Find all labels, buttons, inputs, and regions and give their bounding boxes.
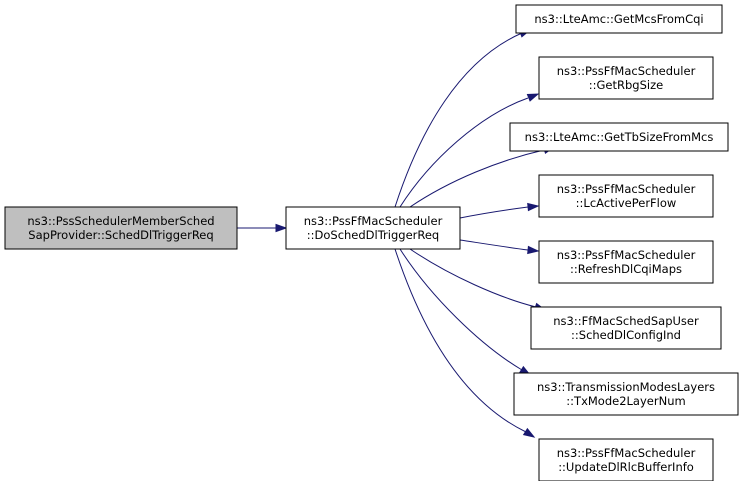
edge-line — [399, 97, 529, 208]
node-box — [509, 122, 729, 152]
node-label-line: ns3::PssFfMacScheduler — [557, 64, 696, 78]
node-label-line: ns3::PssSchedulerMemberSched — [27, 214, 214, 228]
node-label-line: ns3::TransmissionModesLayers — [537, 380, 715, 394]
node-box — [538, 240, 714, 284]
node-label-line: ns3::LteAmc::GetMcsFromCqi — [534, 12, 703, 26]
arrowhead — [527, 202, 540, 212]
node-caller[interactable]: ns3::PssSchedulerMemberSchedSapProvider:… — [4, 206, 238, 250]
node-label-line: ::GetRbgSize — [589, 78, 663, 92]
node-label-line: ::UpdateDlRlcBufferInfo — [558, 460, 694, 474]
edge-main-to-getrbg — [399, 93, 540, 208]
node-box — [538, 438, 714, 481]
edge-main-to-getmcs — [394, 29, 532, 208]
node-label-line: ::TxMode2LayerNum — [566, 394, 685, 408]
node-label-line: ns3::PssFfMacScheduler — [304, 214, 443, 228]
node-label-line: ::LcActivePerFlow — [576, 196, 677, 210]
edge-main-to-schedcfg — [409, 248, 547, 311]
node-schedcfg[interactable]: ns3::FfMacSchedSapUser::SchedDlConfigInd — [530, 306, 722, 350]
edge-main-to-refresh — [459, 239, 540, 255]
node-getrbg[interactable]: ns3::PssFfMacScheduler::GetRbgSize — [538, 56, 714, 100]
edge-line — [394, 32, 523, 208]
node-gettb[interactable]: ns3::LteAmc::GetTbSizeFromMcs — [509, 122, 729, 152]
node-label-line: ns3::PssFfMacScheduler — [557, 182, 696, 196]
arrowhead — [527, 245, 540, 255]
arrowhead — [275, 223, 288, 233]
node-label-line: ns3::PssFfMacScheduler — [557, 446, 696, 460]
node-label-line: ::RefreshDlCqiMaps — [570, 262, 682, 276]
nodes-layer: ns3::PssSchedulerMemberSchedSapProvider:… — [4, 4, 739, 481]
node-box — [285, 206, 461, 250]
node-box — [538, 56, 714, 100]
edge-line — [459, 206, 529, 219]
edge-line — [409, 248, 537, 308]
node-box — [513, 372, 739, 416]
node-label-line: ::SchedDlConfigInd — [571, 328, 681, 342]
node-refresh[interactable]: ns3::PssFfMacScheduler::RefreshDlCqiMaps — [538, 240, 714, 284]
node-getmcs[interactable]: ns3::LteAmc::GetMcsFromCqi — [515, 4, 723, 34]
node-label-line: ns3::PssFfMacScheduler — [557, 248, 696, 262]
edge-line — [399, 248, 523, 371]
edge-line — [394, 248, 527, 433]
node-label-line: SapProvider::SchedDlTriggerReq — [28, 228, 213, 242]
node-label-line: ns3::FfMacSchedSapUser — [553, 314, 699, 328]
node-label-line: ::DoSchedDlTriggerReq — [307, 228, 440, 242]
edge-line — [459, 239, 529, 251]
node-main[interactable]: ns3::PssFfMacScheduler::DoSchedDlTrigger… — [285, 206, 461, 250]
node-box — [538, 174, 714, 218]
edge-main-to-lcactive — [459, 202, 540, 219]
node-box — [4, 206, 238, 250]
node-lcactive[interactable]: ns3::PssFfMacScheduler::LcActivePerFlow — [538, 174, 714, 218]
edge-main-to-gettb — [409, 145, 556, 208]
edge-main-to-updrlc — [394, 248, 536, 438]
arrowhead — [522, 427, 536, 438]
node-box — [515, 4, 723, 34]
arrowhead — [526, 93, 540, 102]
node-box — [530, 306, 722, 350]
node-label-line: ns3::LteAmc::GetTbSizeFromMcs — [525, 130, 714, 144]
node-txmode[interactable]: ns3::TransmissionModesLayers::TxMode2Lay… — [513, 372, 739, 416]
edge-caller-to-main — [237, 223, 288, 233]
node-updrlc[interactable]: ns3::PssFfMacScheduler::UpdateDlRlcBuffe… — [538, 438, 714, 481]
edge-line — [409, 149, 545, 208]
